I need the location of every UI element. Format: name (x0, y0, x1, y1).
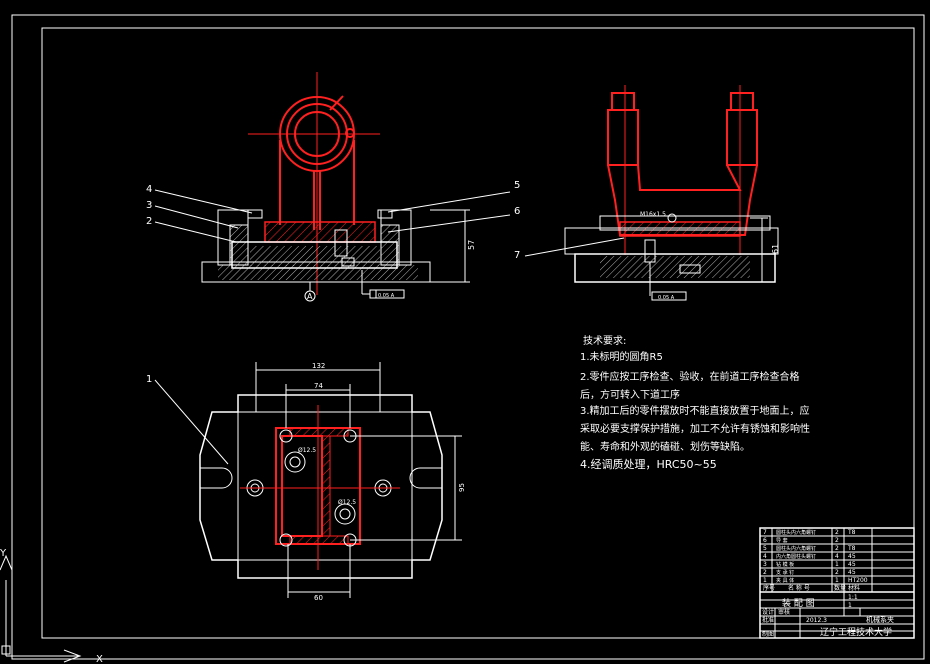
tb-drawing-name: 装 配 图 (782, 597, 815, 609)
bom-no-5: 5 (763, 545, 767, 552)
datum-label: A (307, 292, 313, 301)
bom-no-3: 3 (763, 561, 767, 568)
tb-drawn: 制图 (762, 630, 774, 638)
dim-width-bottom: 60 (314, 594, 323, 602)
bom-no-7: 7 (763, 529, 767, 536)
tb-date: 2012.3 (806, 617, 827, 624)
leader-5: 5 (514, 180, 520, 191)
bom-name-6: 导 套 (776, 537, 788, 544)
tb-col-name: 名 称 号 (788, 584, 810, 592)
bom-name-4: 内六角圆柱头螺钉 (776, 553, 816, 560)
leader-1: 1 (146, 374, 152, 385)
bom-name-2: 支 承 钉 (776, 569, 794, 576)
bom-mat-3: 45 (848, 561, 856, 568)
tb-col-no: 序号 (763, 584, 775, 592)
bom-mat-2: 45 (848, 569, 856, 576)
dim-width-top: 132 (312, 362, 325, 370)
bom-name-3: 钻 模 板 (776, 561, 794, 568)
front-view (154, 72, 511, 302)
bom-no-6: 6 (763, 537, 767, 544)
tb-scale: 1:1 (848, 594, 858, 601)
tb-design: 设计 (762, 608, 774, 616)
leader-4: 4 (146, 184, 152, 195)
leader-2: 2 (146, 216, 152, 227)
bom-no-2: 2 (763, 569, 767, 576)
bom-qty-6: 2 (835, 537, 839, 544)
outer-frame (11, 14, 925, 660)
bom-mat-4: 45 (848, 553, 856, 560)
bom-name-5: 圆柱头内六角螺钉 (776, 545, 816, 552)
bom-qty-1: 1 (835, 577, 839, 584)
tech-line-1: 1.未标明的圆角R5 (580, 350, 663, 363)
tb-check: 审核 (778, 608, 790, 616)
bom-qty-4: 4 (835, 553, 839, 560)
dim-height-left: 57 (467, 240, 476, 250)
bom-name-7: 圆柱头内六角螺钉 (776, 529, 816, 536)
bom-qty-2: 2 (835, 569, 839, 576)
tech-line-2b: 后，方可转入下道工序 (580, 388, 680, 401)
thread-note: M16x1.5 (640, 211, 666, 218)
bom-mat-7: T8 (847, 529, 856, 536)
dim-diameter-2: Ø12.5 (338, 499, 356, 506)
dim-vertical-right: 95 (458, 483, 466, 492)
tolerance-frame-2: 0.05 A (658, 295, 675, 301)
bom-no-1: 1 (763, 577, 767, 584)
title-block (759, 527, 915, 639)
bom-mat-1: HT200 (848, 577, 868, 584)
leader-6: 6 (514, 206, 520, 217)
tb-school: 辽宁工程技术大学 (820, 626, 892, 638)
bom-qty-5: 2 (835, 545, 839, 552)
dim-width-mid: 74 (314, 382, 323, 390)
axis-x: X (96, 654, 103, 664)
bom-mat-5: T8 (847, 545, 856, 552)
tech-line-3a: 3.精加工后的零件摆放时不能直接放置于地面上，应 (580, 404, 810, 417)
dim-diameter-1: Ø12.5 (298, 447, 316, 454)
ucs-icon (0, 554, 82, 663)
top-view (154, 362, 462, 598)
tb-sheet: 1 (848, 602, 852, 609)
bom-no-4: 4 (763, 553, 767, 560)
tech-line-2a: 2.零件应按工序检查、验收，在前道工序检查合格 (580, 370, 800, 383)
bom-name-1: 夹 具 体 (776, 577, 794, 584)
axis-y: Y (0, 548, 7, 559)
inner-frame (41, 27, 915, 639)
tech-heading: 技术要求: (583, 334, 626, 347)
tb-approve: 批准 (762, 616, 774, 624)
bom-qty-3: 1 (835, 561, 839, 568)
leader-7: 7 (514, 250, 520, 261)
tech-line-4: 4.经调质处理，HRC50~55 (580, 458, 717, 471)
tb-col-qty: 数量 (834, 584, 846, 592)
dim-height-right: 61 (771, 244, 780, 254)
tb-dept: 机械系夹 (866, 615, 894, 624)
tech-line-3c: 能、寿命和外观的磕碰、划伤等缺陷。 (580, 440, 750, 453)
tech-line-3b: 采取必要支撑保护措施，加工不允许有锈蚀和影响性 (580, 422, 810, 435)
tb-col-mat: 材料 (848, 584, 860, 592)
bom-qty-7: 2 (835, 529, 839, 536)
tolerance-frame-1: 0.05 A (378, 293, 395, 299)
side-view (524, 85, 779, 301)
leader-3: 3 (146, 200, 152, 211)
